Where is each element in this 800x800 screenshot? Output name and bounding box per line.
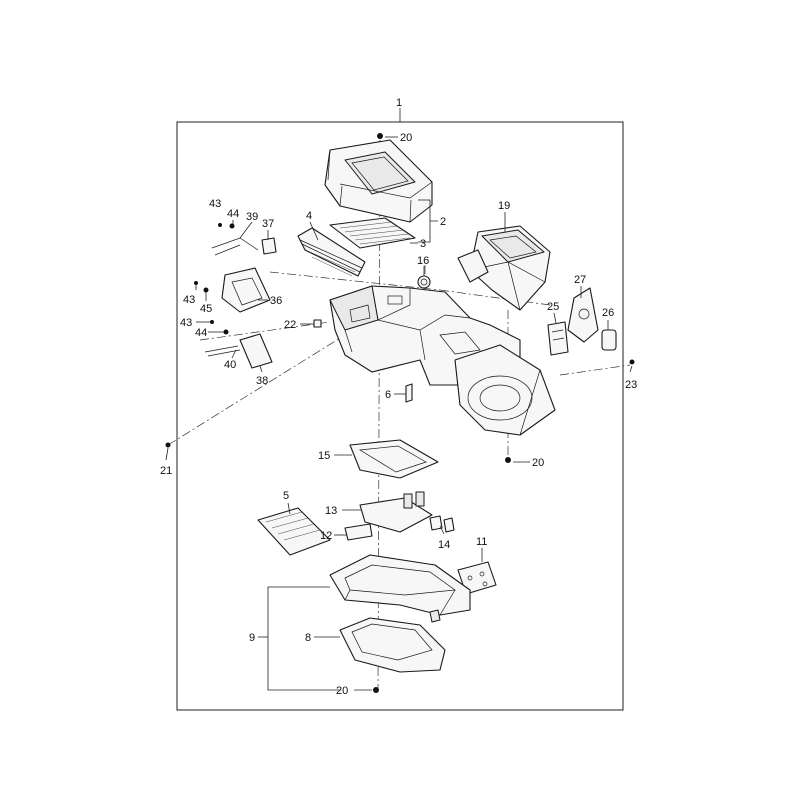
callout-36: 36 bbox=[270, 295, 282, 307]
part-lower-tray bbox=[339, 609, 446, 673]
callout-labels: 1 20 2 4 3 16 19 27 25 26 22 6 20 23 21 … bbox=[160, 97, 637, 697]
callout-19: 19 bbox=[498, 200, 510, 212]
callout-37: 37 bbox=[262, 218, 274, 230]
callout-21: 21 bbox=[160, 465, 172, 477]
part-door-plate bbox=[329, 217, 416, 249]
callout-39: 39 bbox=[246, 211, 258, 223]
callout-20-bottom: 20 bbox=[336, 685, 348, 697]
part-5 bbox=[257, 507, 331, 556]
part-blower-intake bbox=[457, 225, 551, 311]
callout-1: 1 bbox=[396, 97, 402, 109]
callout-27: 27 bbox=[574, 274, 586, 286]
callout-20-mid: 20 bbox=[532, 457, 544, 469]
part-blower-scroll bbox=[454, 344, 556, 436]
bolts bbox=[165, 133, 635, 693]
callout-43-low: 43 bbox=[180, 317, 192, 329]
callout-43-mid: 43 bbox=[183, 294, 195, 306]
part-26 bbox=[601, 329, 617, 351]
callout-38: 38 bbox=[256, 375, 268, 387]
alignment-lines bbox=[167, 139, 631, 691]
bolt-20-bottom bbox=[373, 687, 379, 693]
callout-25: 25 bbox=[547, 301, 559, 313]
bolt-20-top bbox=[377, 133, 383, 139]
bolt-21 bbox=[165, 442, 171, 448]
callout-23: 23 bbox=[625, 379, 637, 391]
callout-16: 16 bbox=[417, 255, 429, 267]
callout-3: 3 bbox=[420, 238, 426, 250]
callout-14: 14 bbox=[438, 539, 450, 551]
actuator-upper bbox=[194, 223, 277, 313]
actuator-lower bbox=[204, 320, 273, 369]
part-27 bbox=[567, 287, 599, 343]
callout-40: 40 bbox=[224, 359, 236, 371]
leader-lines bbox=[165, 136, 633, 691]
callout-9: 9 bbox=[249, 632, 255, 644]
bolt-23 bbox=[629, 359, 635, 365]
callout-11: 11 bbox=[476, 536, 487, 548]
callout-2: 2 bbox=[440, 216, 446, 228]
callout-43-top: 43 bbox=[209, 198, 221, 210]
callout-4: 4 bbox=[306, 210, 312, 222]
bolt-20-mid bbox=[505, 457, 511, 463]
callout-26: 26 bbox=[602, 307, 614, 319]
callout-6: 6 bbox=[385, 389, 391, 401]
part-15 bbox=[349, 439, 439, 479]
callout-12: 12 bbox=[320, 530, 332, 542]
callout-8: 8 bbox=[305, 632, 311, 644]
part-long-door bbox=[297, 227, 366, 277]
callout-15: 15 bbox=[318, 450, 330, 462]
part-upper-duct bbox=[324, 139, 433, 223]
callout-44-low: 44 bbox=[195, 327, 207, 339]
callout-44-top: 44 bbox=[227, 208, 239, 220]
callout-13: 13 bbox=[325, 505, 337, 517]
callout-5: 5 bbox=[283, 490, 289, 502]
part-22 bbox=[313, 319, 322, 328]
part-13 bbox=[359, 491, 433, 533]
callout-22: 22 bbox=[284, 319, 296, 331]
part-25 bbox=[547, 321, 569, 356]
part-12 bbox=[344, 523, 373, 541]
callout-20-top: 20 bbox=[400, 132, 412, 144]
callout-45: 45 bbox=[200, 303, 212, 315]
part-lower-case bbox=[329, 554, 471, 616]
part-clip-6 bbox=[405, 383, 413, 403]
part-grommet bbox=[417, 275, 431, 289]
part-14 bbox=[429, 515, 455, 533]
